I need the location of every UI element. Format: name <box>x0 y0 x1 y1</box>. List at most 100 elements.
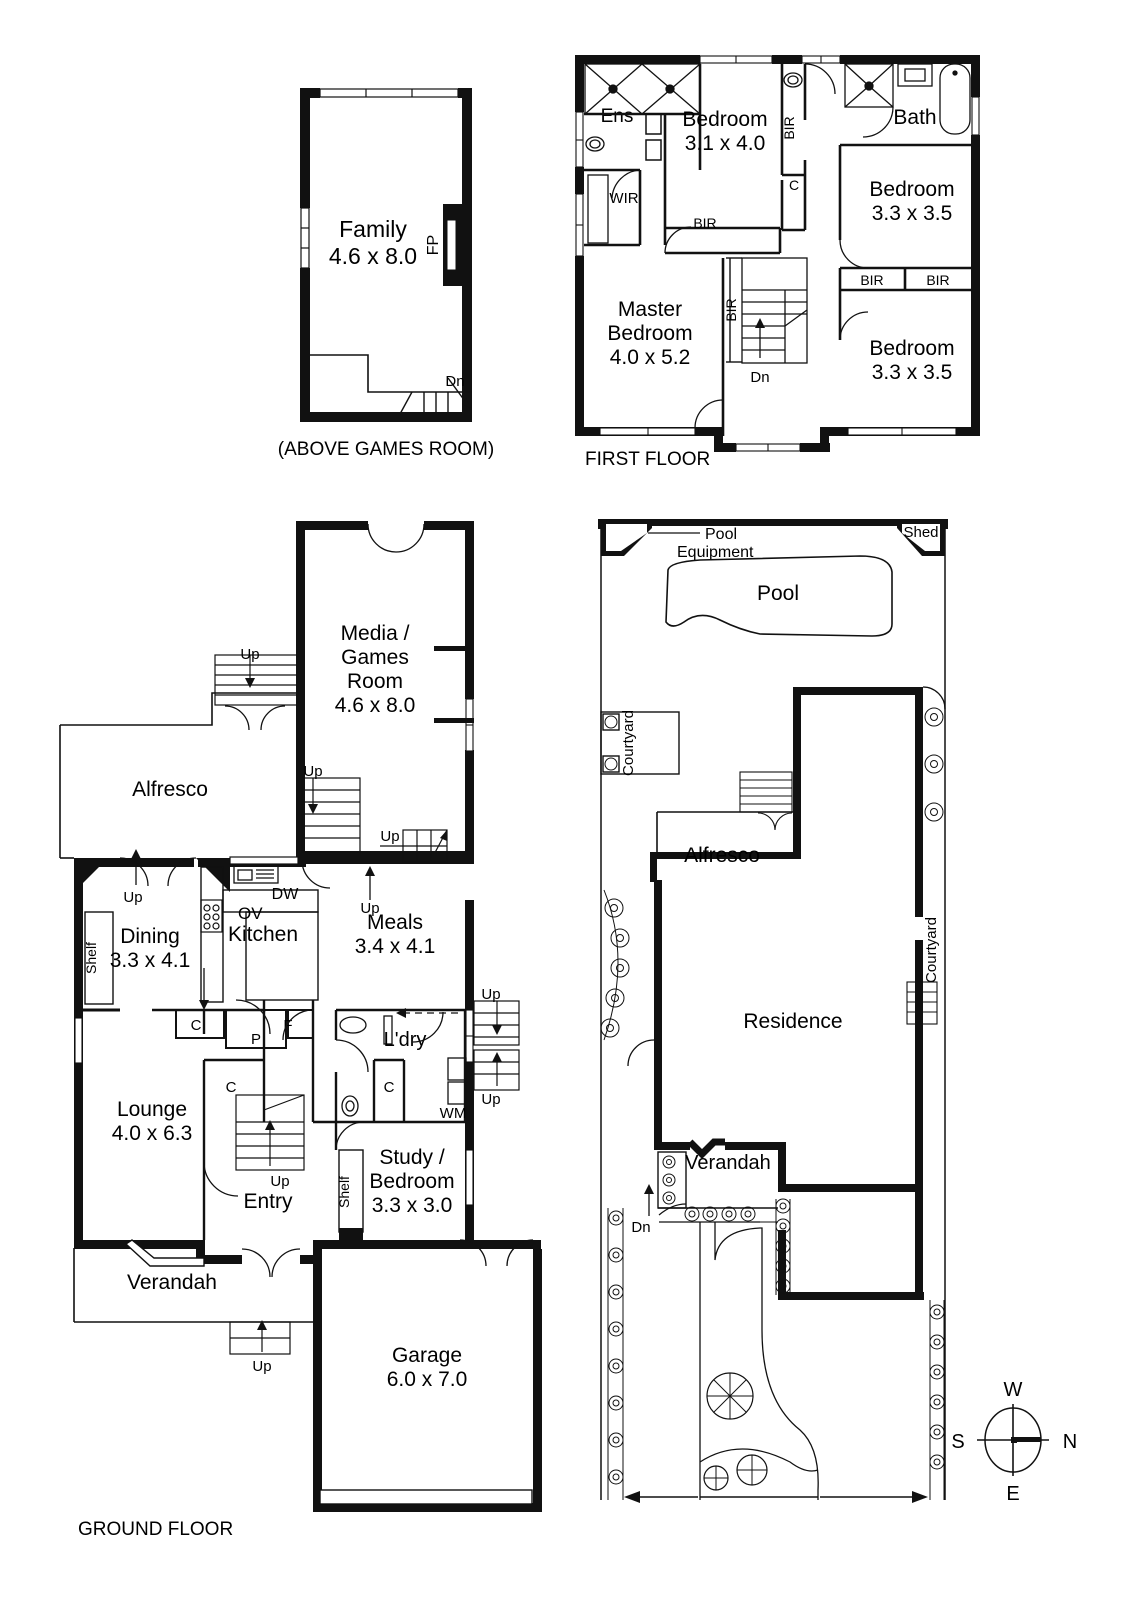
up-label-5: Up <box>123 889 142 906</box>
bedroom3-door-swing <box>839 311 869 341</box>
room-dim-study: 3.3 x 3.0 <box>372 1194 453 1217</box>
pool-equipment-inner <box>606 524 647 551</box>
room-label-lounge: Lounge <box>117 1098 187 1121</box>
laundry-stair-lower <box>473 1049 520 1091</box>
site-label-pool: Pool <box>757 582 799 605</box>
site-label-shed: Shed <box>903 524 938 541</box>
laundry-cupboard-label: C <box>384 1079 395 1096</box>
site-dimension-arrows <box>624 1491 928 1503</box>
meals-up-arrow <box>365 866 375 900</box>
room-label-bedroom-1: Bedroom <box>682 108 767 131</box>
site-label-alfresco: Alfresco <box>684 844 760 867</box>
room-label-ens: Ens <box>601 106 634 127</box>
room-dim-lounge: 4.0 x 6.3 <box>112 1122 193 1145</box>
residence-notch <box>687 1138 725 1159</box>
residence-door-swing-w <box>627 1039 655 1067</box>
room-dim-bedroom-1: 3.1 x 4.0 <box>685 132 766 155</box>
cupboard-label-gf1: C <box>191 1017 202 1034</box>
up-label-1: Up <box>240 646 259 663</box>
room-label-games-l3: Room <box>347 670 403 693</box>
room-dim-garage: 6.0 x 7.0 <box>387 1368 468 1391</box>
alfresco-stair <box>214 654 299 706</box>
garden-bed-curve <box>699 1448 819 1472</box>
dining-door <box>119 849 197 887</box>
room-dim-meals: 3.4 x 4.1 <box>355 935 436 958</box>
site-plan: Pool Equipment Shed Pool <box>598 519 1077 1505</box>
fireplace-label: FP <box>425 235 442 255</box>
laundry-arrowhead <box>396 1008 406 1018</box>
site-label-courtyard-left: Courtyard <box>620 710 637 776</box>
second-floor-step-line <box>310 354 472 393</box>
fireplace-block <box>443 204 465 286</box>
residence-outline <box>650 687 924 1300</box>
second-floor-caption: (ABOVE GAMES ROOM) <box>278 439 494 460</box>
wc-fixture <box>783 72 803 88</box>
room-label-master-line2: Bedroom <box>607 322 692 345</box>
hall-door-swing <box>664 226 692 254</box>
entry-stair <box>235 1094 305 1171</box>
site-dn-arrow <box>644 1184 654 1216</box>
shrub-col-right-mid <box>775 1198 791 1295</box>
washing-machine-label: WM <box>440 1105 467 1122</box>
first-floor-interior-walls <box>584 64 971 436</box>
up-label-9: Up <box>252 1358 271 1375</box>
shelf-label: Shelf <box>83 942 99 974</box>
games-room-doors <box>367 523 425 553</box>
oven-label: OV <box>238 904 263 923</box>
room-label-bath: Bath <box>893 106 936 129</box>
laundry-doors <box>335 1011 444 1151</box>
room-label-games-l2: Games <box>341 646 409 669</box>
kitchen-sink <box>233 865 279 884</box>
room-label-study-l2: Bedroom <box>369 1170 454 1193</box>
wc-door-swing <box>804 63 836 95</box>
wc-fixture-gf <box>341 1095 359 1117</box>
room-label-wir: WIR <box>609 190 638 207</box>
meals-stair-top <box>380 829 448 863</box>
shrub-col-right-long <box>929 1300 945 1500</box>
down-arrow-label-ff: Dn <box>750 369 769 386</box>
room-label-study-l1: Study / <box>379 1146 445 1169</box>
room-label-meals: Meals <box>367 911 423 934</box>
second-floor-plan: FP Dn Family 4.6 x 8.0 (ABOVE GAMES ROOM… <box>278 88 494 460</box>
room-dim-bedroom-3: 3.3 x 3.5 <box>872 361 953 384</box>
site-verandah-pavers <box>662 1155 676 1205</box>
bir-label-3: BIR <box>860 272 883 288</box>
compass-label-right: N <box>1063 1431 1077 1453</box>
room-label-family: Family <box>339 216 407 242</box>
first-floor-plan: Ens <box>575 55 980 470</box>
site-label-pool-equipment-l1: Pool <box>705 526 737 543</box>
site-boundary-lines <box>600 526 946 1500</box>
kitchen-cooktop <box>200 899 223 933</box>
compass-rose <box>977 1404 1049 1476</box>
driveway-curve <box>714 1222 819 1500</box>
residence-door-swing-ne <box>922 686 946 710</box>
ground-floor-plan: Media / Games Room 4.6 x 8.0 Alfresco Up <box>59 521 542 1540</box>
first-floor-caption: FIRST FLOOR <box>585 449 710 470</box>
master-bir <box>726 257 742 363</box>
study-shelf-block <box>339 1228 363 1242</box>
games-room-stair <box>301 777 361 853</box>
kitchen-arrow <box>199 968 209 1010</box>
room-label-garage: Garage <box>392 1344 462 1367</box>
bedroom2-door-swing <box>839 239 869 269</box>
wir-shelf <box>587 174 609 244</box>
bir-label-5: BIR <box>723 298 739 321</box>
tree-front-small-1 <box>703 1465 729 1491</box>
dining-shelf <box>84 911 114 1005</box>
site-verandah <box>657 1151 778 1209</box>
first-floor-stair <box>741 257 808 364</box>
second-floor-walls <box>300 88 472 422</box>
site-label-pool-equipment-l2: Equipment <box>677 544 754 561</box>
tree-front-small-2 <box>736 1454 768 1486</box>
compass-label-top: W <box>1004 1379 1023 1401</box>
room-label-bedroom-2: Bedroom <box>869 178 954 201</box>
washing-machine <box>447 1057 467 1105</box>
ground-floor-caption: GROUND FLOOR <box>78 1519 233 1540</box>
site-label-verandah: Verandah <box>685 1152 771 1174</box>
room-dim-bedroom-2: 3.3 x 3.5 <box>872 202 953 225</box>
site-label-residence: Residence <box>743 1010 842 1033</box>
room-dim-games: 4.6 x 8.0 <box>335 694 416 717</box>
up-label-6: Up <box>481 986 500 1003</box>
hall-door-swing-gf <box>282 1009 314 1041</box>
